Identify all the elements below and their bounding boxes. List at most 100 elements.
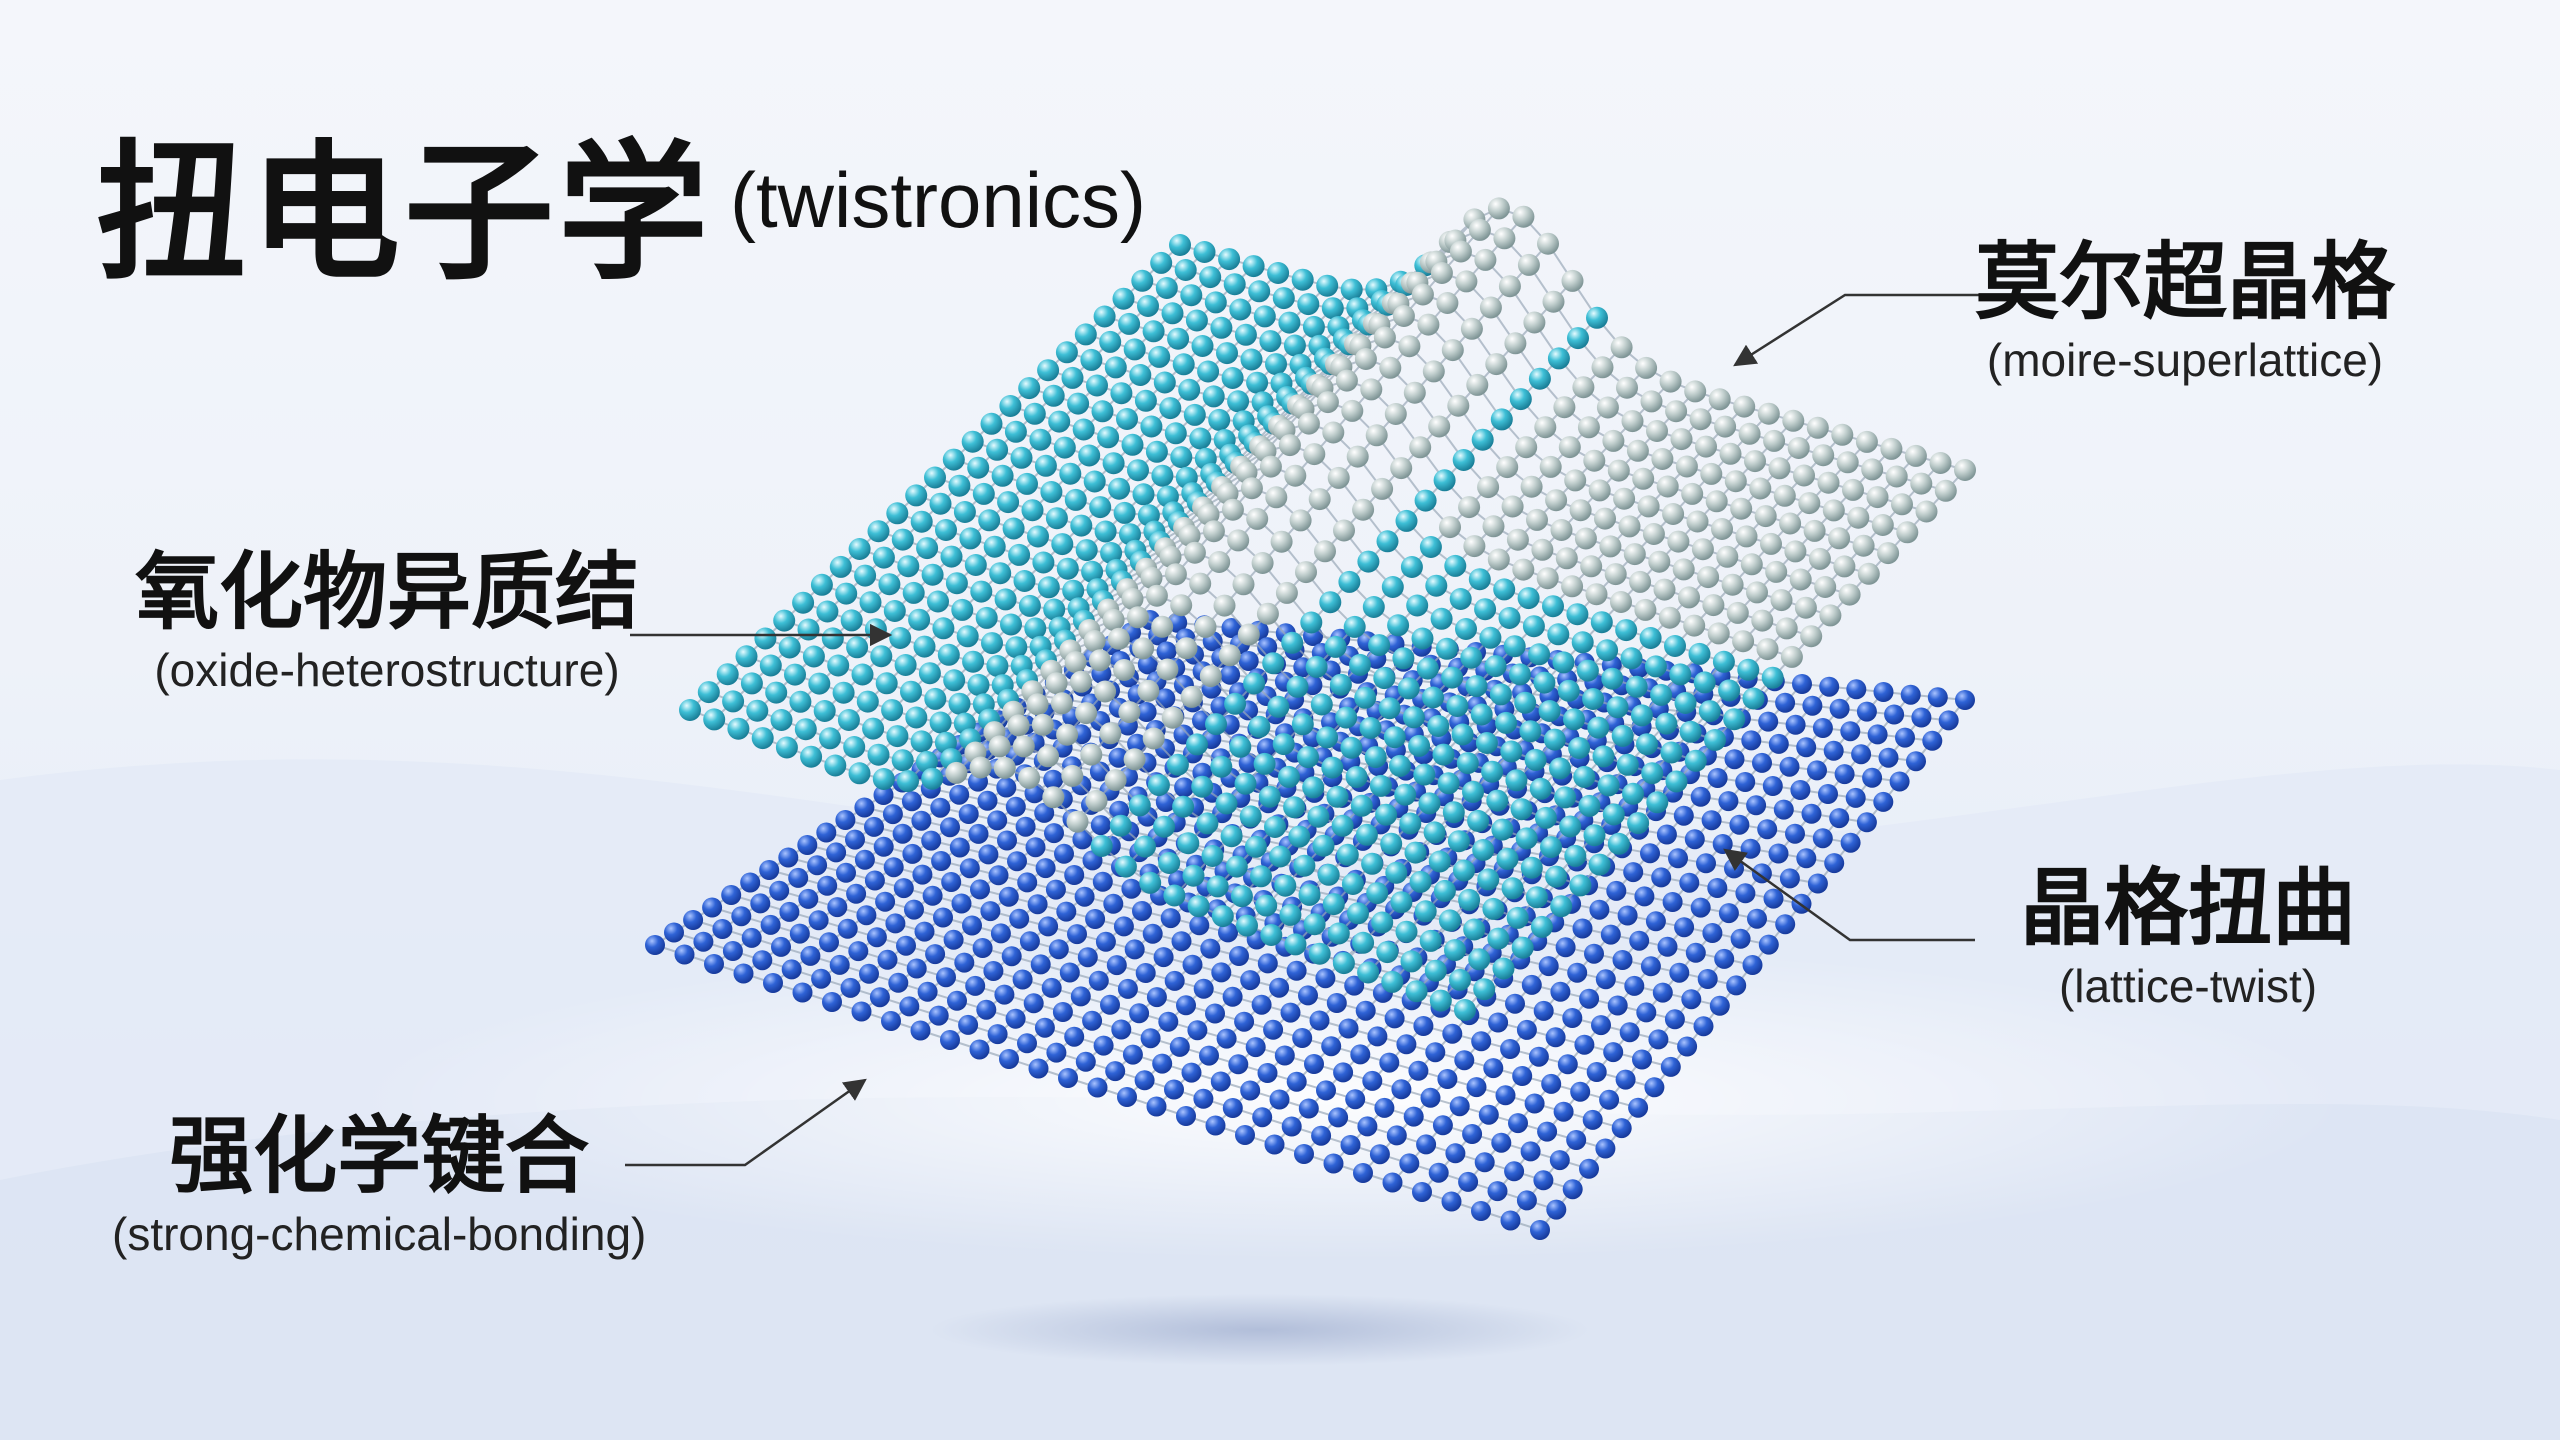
label-lattice-twist: 晶格扭曲 (lattice-twist) xyxy=(2020,858,2356,1014)
lattice-atom xyxy=(1714,948,1735,969)
lattice-atom xyxy=(1785,823,1805,844)
lattice-atom xyxy=(1741,730,1762,751)
lattice-atom xyxy=(1646,791,1669,814)
lattice-atom xyxy=(1533,1170,1554,1191)
lattice-atom xyxy=(1430,607,1453,630)
lattice-atom xyxy=(1235,1125,1255,1145)
lattice-atom xyxy=(1599,1089,1620,1110)
leader-moire xyxy=(1733,293,1990,367)
lattice-atom xyxy=(1166,753,1189,776)
lattice-atom xyxy=(896,935,916,956)
lattice-atom xyxy=(1411,627,1434,650)
lattice-atom xyxy=(1169,1036,1190,1057)
lattice-atom xyxy=(1169,234,1191,256)
lattice-atom xyxy=(1630,704,1653,727)
lattice-atom xyxy=(1283,334,1306,357)
lattice-atom xyxy=(1245,1037,1266,1058)
lattice-atom xyxy=(1629,930,1650,951)
lattice-atom xyxy=(883,857,904,878)
lattice-atom xyxy=(965,975,986,996)
lattice-atom xyxy=(1332,952,1355,975)
lattice-atom xyxy=(703,708,726,731)
lattice-atom xyxy=(1439,516,1461,539)
lattice-atom xyxy=(1542,595,1564,618)
lattice-atom xyxy=(1134,389,1157,412)
lattice-atom xyxy=(1278,434,1301,457)
lattice-atom xyxy=(1655,712,1678,735)
lattice-atom xyxy=(1665,400,1688,423)
lattice-atom xyxy=(1561,269,1584,292)
lattice-atom xyxy=(1433,469,1456,492)
lattice-atom xyxy=(1196,812,1219,835)
lattice-atom xyxy=(1775,914,1796,935)
lattice-atom xyxy=(1341,399,1364,422)
lattice-atom xyxy=(1302,776,1325,799)
lattice-atom xyxy=(1061,366,1084,389)
lattice-atom xyxy=(1234,772,1257,795)
lattice-atom xyxy=(1847,506,1870,529)
lattice-atom xyxy=(1064,865,1085,885)
lattice-atom xyxy=(848,762,871,785)
lattice-atom xyxy=(1487,927,1510,950)
lattice-atom xyxy=(1228,1054,1249,1075)
lattice-atom xyxy=(1253,305,1276,328)
lattice-atom xyxy=(1032,551,1055,574)
lattice-atom xyxy=(1479,626,1502,649)
lattice-atom xyxy=(1700,462,1723,485)
lattice-atom xyxy=(1151,615,1174,638)
lattice-atom xyxy=(924,466,946,489)
lattice-atom xyxy=(1234,323,1257,346)
lattice-atom xyxy=(1656,824,1677,845)
lattice-atom xyxy=(1574,1034,1595,1055)
lattice-atom xyxy=(741,927,762,948)
lattice-atom xyxy=(1347,902,1369,925)
lattice-atom xyxy=(1298,985,1318,1006)
lattice-atom xyxy=(1175,637,1198,660)
lattice-atom xyxy=(1711,518,1733,540)
lattice-atom xyxy=(1495,711,1518,734)
lattice-atom xyxy=(1156,641,1177,662)
lattice-atom xyxy=(1386,1125,1407,1146)
lattice-atom xyxy=(1697,969,1718,989)
lattice-atom xyxy=(1324,635,1347,658)
lattice-atom xyxy=(1545,865,1568,888)
lattice-atom xyxy=(1746,795,1767,816)
lattice-atom xyxy=(994,588,1017,611)
lattice-atom xyxy=(1340,736,1363,759)
lattice-atom xyxy=(1132,637,1155,660)
lattice-atom xyxy=(1029,428,1052,451)
lattice-atom xyxy=(840,609,863,632)
lattice-atom xyxy=(1862,767,1883,788)
lattice-atom xyxy=(873,785,894,805)
lattice-atom xyxy=(1367,1026,1388,1047)
lattice-atom xyxy=(1059,462,1082,485)
label-oxide-zh: 氧化物异质结 xyxy=(135,543,640,641)
lattice-atom xyxy=(781,959,802,980)
lattice-atom xyxy=(1824,853,1845,874)
lattice-atom xyxy=(1477,476,1500,499)
lattice-atom xyxy=(1395,509,1418,532)
lattice-atom xyxy=(1829,698,1850,719)
lattice-atom xyxy=(1487,548,1510,571)
lattice-atom xyxy=(897,555,920,578)
lattice-atom xyxy=(1463,918,1486,941)
lattice-atom xyxy=(1563,708,1585,731)
lattice-atom xyxy=(1866,486,1889,509)
lattice-atom xyxy=(1174,259,1197,281)
lattice-atom xyxy=(1381,576,1404,598)
leader-bonding xyxy=(625,1078,867,1167)
lattice-atom xyxy=(1742,955,1763,975)
lattice-atom xyxy=(1534,806,1557,829)
lattice-atom xyxy=(1210,316,1233,339)
lattice-atom xyxy=(986,438,1009,461)
lattice-atom xyxy=(1240,348,1263,371)
lattice-atom xyxy=(930,797,951,818)
lattice-atom xyxy=(878,573,901,596)
lattice-atom xyxy=(915,750,938,773)
lattice-atom xyxy=(763,973,783,993)
lattice-atom xyxy=(1550,895,1573,918)
lattice-atom xyxy=(1718,679,1741,702)
lattice-atom xyxy=(1610,591,1632,613)
lattice-atom xyxy=(942,448,965,471)
lattice-atom xyxy=(1232,573,1255,596)
